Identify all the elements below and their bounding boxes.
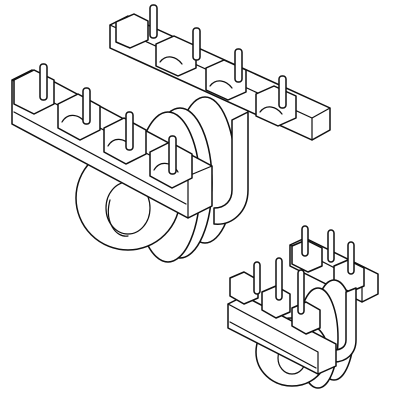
small-front-pins [253, 257, 305, 315]
back-pins [149, 4, 287, 109]
small-back-pins [301, 225, 355, 275]
side-bracket [213, 111, 249, 225]
large-bobbin [11, 4, 331, 263]
small-bobbin [227, 225, 379, 389]
small-front-pin-base [227, 271, 337, 375]
front-pin-base [11, 69, 213, 219]
front-pins [39, 63, 177, 175]
